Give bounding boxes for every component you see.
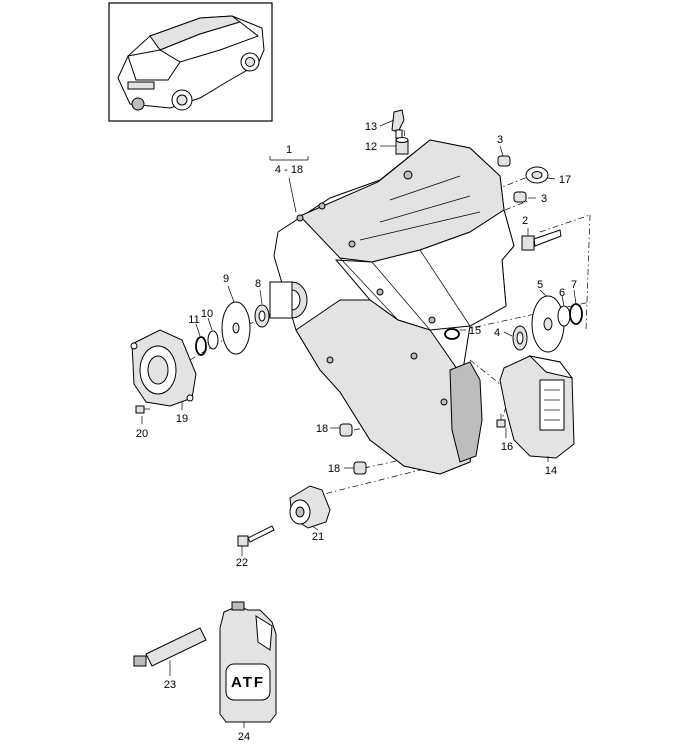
- callouts: 1 4 - 18 2 3 3 4 5 6 7 8 9 10 11 12 13 1…: [136, 121, 577, 743]
- callout-1: 1: [286, 144, 292, 156]
- callout-19: 19: [176, 413, 188, 425]
- callout-15: 15: [469, 325, 481, 337]
- actuator: [499, 355, 575, 459]
- sleeve: [395, 137, 409, 155]
- seal-8: [254, 304, 270, 328]
- callout-9: 9: [223, 273, 229, 285]
- bushing-upper: [497, 155, 511, 167]
- shim-disc-5: [531, 295, 565, 353]
- callout-10: 10: [201, 308, 213, 320]
- bushing-lower: [513, 191, 527, 203]
- callout-2: 2: [522, 215, 528, 227]
- grease-tube: [133, 627, 207, 667]
- callout-4: 4: [494, 327, 500, 339]
- screw-20: [135, 405, 150, 414]
- ring-6: [557, 305, 571, 327]
- leader-lines: [141, 119, 577, 728]
- callout-3-lower: 3: [541, 193, 547, 205]
- callout-8: 8: [255, 278, 261, 290]
- ring-10: [207, 330, 219, 350]
- snap-ring-7: [569, 303, 583, 325]
- callout-7: 7: [571, 279, 577, 291]
- callout-12: 12: [365, 141, 377, 153]
- callout-16: 16: [501, 441, 513, 453]
- callout-23: 23: [164, 679, 176, 691]
- transfer-case: [269, 139, 515, 475]
- bushing-18-upper: [339, 423, 353, 437]
- seal-ring-17: [525, 166, 549, 184]
- bushing-18-lower: [353, 461, 367, 475]
- shim-disc-9: [221, 301, 251, 355]
- callout-18-upper: 18: [316, 423, 328, 435]
- callout-22: 22: [236, 557, 248, 569]
- callout-20: 20: [136, 428, 148, 440]
- atf-container: ATF: [219, 601, 277, 723]
- callout-11: 11: [188, 314, 199, 326]
- callout-bracket-1: [269, 156, 309, 213]
- callout-17: 17: [559, 174, 571, 186]
- callout-14: 14: [545, 465, 557, 477]
- callout-24: 24: [238, 731, 250, 743]
- o-ring-15: [444, 328, 460, 340]
- callout-13: 13: [365, 121, 377, 133]
- screw-16: [496, 414, 506, 428]
- callout-5: 5: [537, 279, 543, 291]
- bolt-22: [237, 525, 275, 547]
- cover: [130, 329, 197, 407]
- car-icon: [117, 15, 265, 111]
- callout-18-lower: 18: [328, 463, 340, 475]
- atf-label: ATF: [231, 674, 265, 691]
- breather-valve: [391, 109, 405, 139]
- callout-3-upper: 3: [497, 134, 503, 146]
- seal-4: [512, 325, 528, 351]
- snap-ring-11: [195, 336, 207, 356]
- callout-1-range: 4 - 18: [275, 164, 303, 176]
- callout-21: 21: [312, 531, 324, 543]
- vehicle-thumbnail: [108, 2, 273, 122]
- callout-6: 6: [559, 287, 565, 299]
- mount: [289, 485, 331, 529]
